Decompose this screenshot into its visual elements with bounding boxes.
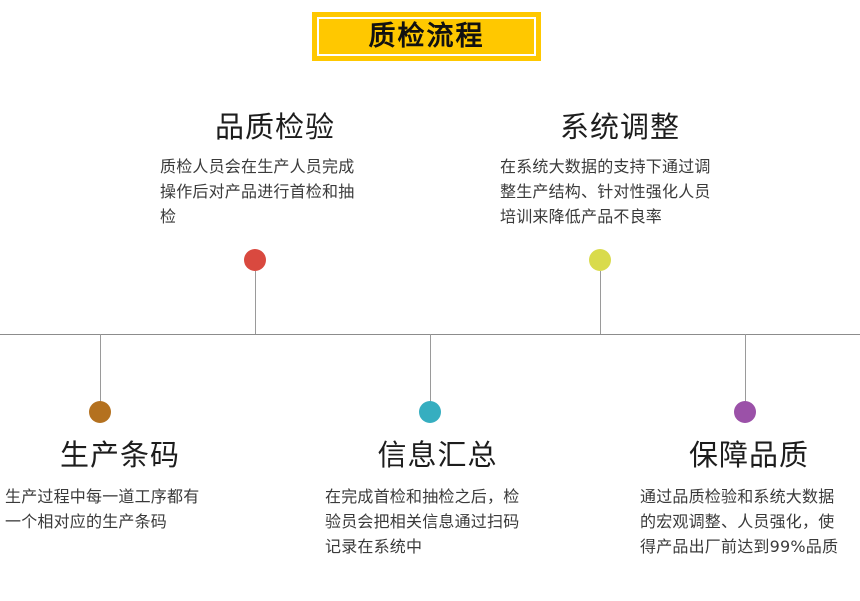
node-bottom-3-dot[interactable] — [734, 401, 756, 423]
node-bottom-1-body: 生产过程中每一道工序都有 一个相对应的生产条码 — [5, 484, 235, 534]
node-bottom-2-body-line-3: 记录在系统中 — [325, 536, 423, 556]
node-top-2-body-line-2: 整生产结构、针对性强化人员 — [500, 181, 711, 201]
node-bottom-1-heading: 生产条码 — [59, 438, 180, 472]
node-bottom-2-heading: 信息汇总 — [377, 438, 498, 472]
node-top-2-heading: 系统调整 — [559, 110, 680, 144]
node-bottom-2-text: 信息汇总 在完成首检和抽检之后，检 验员会把相关信息通过扫码 记录在系统中 — [325, 438, 550, 559]
node-top-1-dot[interactable] — [244, 249, 266, 271]
node-top-1-body-line-3: 检 — [160, 206, 177, 226]
node-top-2-body-line-3: 培训来降低产品不良率 — [500, 206, 663, 226]
node-bottom-1-stem — [100, 334, 101, 402]
node-bottom-3-heading: 保障品质 — [688, 438, 809, 472]
node-top-2-body: 在系统大数据的支持下通过调 整生产结构、针对性强化人员 培训来降低产品不良率 — [500, 154, 740, 229]
node-top-1-stem — [255, 271, 256, 334]
diagram-title-banner: 质检流程 — [312, 12, 541, 61]
node-bottom-3-body: 通过品质检验和系统大数据 的宏观调整、人员强化，使 得产品出厂前达到99%品质 — [640, 484, 858, 559]
diagram-title-banner-inner-border: 质检流程 — [317, 17, 536, 56]
node-bottom-1-body-line-2: 一个相对应的生产条码 — [5, 511, 168, 531]
node-top-1-body-line-1: 质检人员会在生产人员完成 — [160, 156, 355, 176]
node-bottom-3-stem — [745, 334, 746, 402]
node-bottom-2-body: 在完成首检和抽检之后，检 验员会把相关信息通过扫码 记录在系统中 — [325, 484, 550, 559]
node-bottom-1-body-line-1: 生产过程中每一道工序都有 — [5, 486, 200, 506]
page-title: 质检流程 — [368, 21, 485, 52]
node-top-1-body-line-2: 操作后对产品进行首检和抽 — [160, 181, 355, 201]
node-bottom-3-body-line-2: 的宏观调整、人员强化，使 — [640, 511, 835, 531]
node-bottom-2-body-line-2: 验员会把相关信息通过扫码 — [325, 511, 520, 531]
node-top-2-stem — [600, 271, 601, 334]
node-top-1-body: 质检人员会在生产人员完成 操作后对产品进行首检和抽 检 — [160, 154, 390, 229]
node-top-2-body-line-1: 在系统大数据的支持下通过调 — [500, 156, 711, 176]
node-bottom-1-text: 生产条码 生产过程中每一道工序都有 一个相对应的生产条码 — [5, 438, 235, 534]
node-top-1-text: 品质检验 质检人员会在生产人员完成 操作后对产品进行首检和抽 检 — [160, 110, 390, 229]
node-bottom-2-stem — [430, 334, 431, 402]
node-top-2-dot[interactable] — [589, 249, 611, 271]
node-bottom-3-body-line-1: 通过品质检验和系统大数据 — [640, 486, 835, 506]
node-bottom-1-dot[interactable] — [89, 401, 111, 423]
node-top-1-heading: 品质检验 — [214, 110, 335, 144]
node-bottom-3-text: 保障品质 通过品质检验和系统大数据 的宏观调整、人员强化，使 得产品出厂前达到9… — [640, 438, 858, 559]
node-bottom-2-dot[interactable] — [419, 401, 441, 423]
node-top-2-text: 系统调整 在系统大数据的支持下通过调 整生产结构、针对性强化人员 培训来降低产品… — [500, 110, 740, 229]
node-bottom-2-body-line-1: 在完成首检和抽检之后，检 — [325, 486, 520, 506]
node-bottom-3-body-line-3: 得产品出厂前达到99%品质 — [640, 536, 839, 556]
